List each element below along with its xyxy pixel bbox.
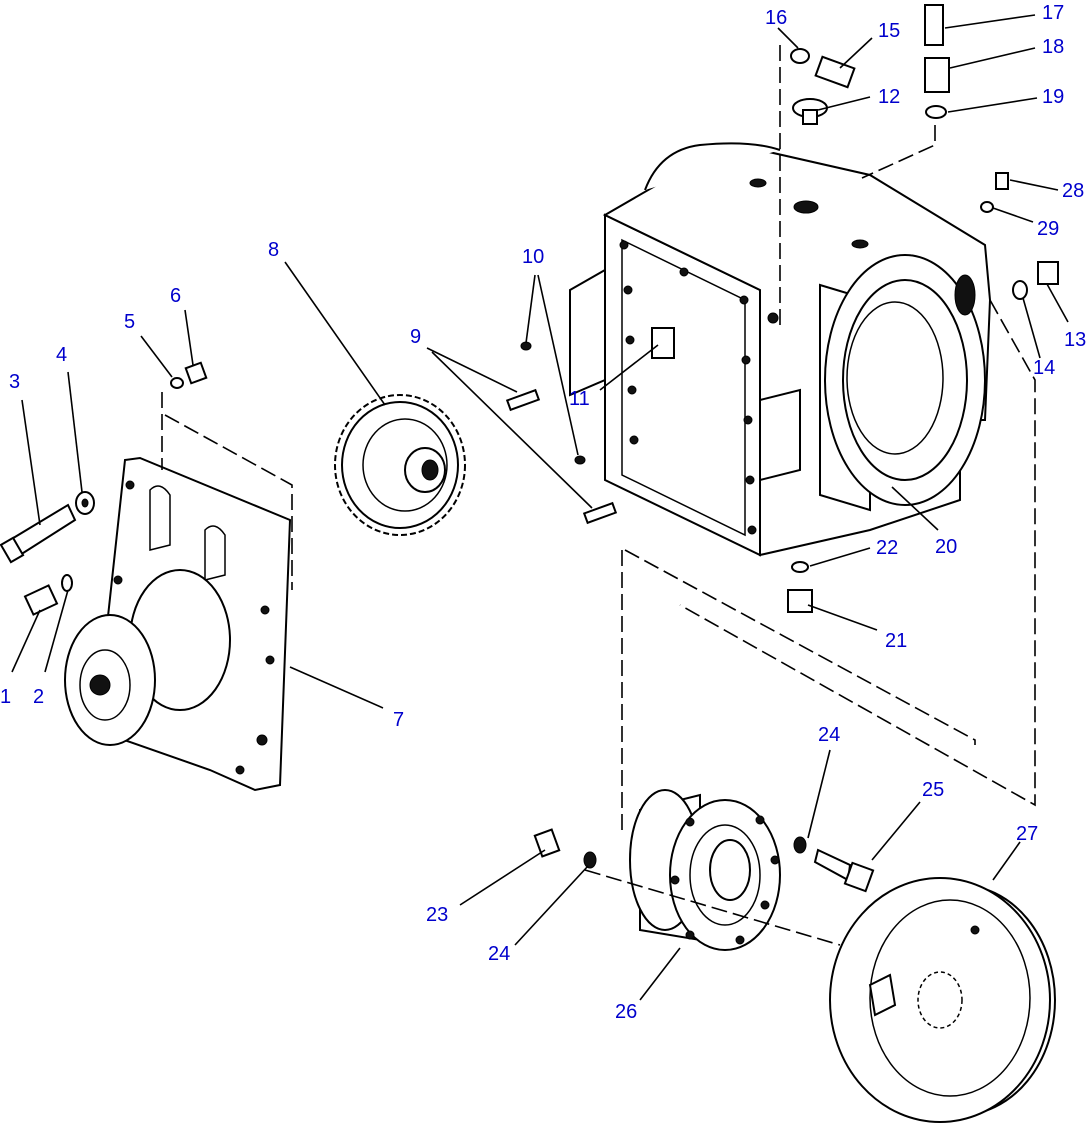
callout-3: 3: [9, 371, 20, 393]
washer-19: [925, 105, 947, 119]
callout-2: 2: [33, 686, 44, 708]
callout-5: 5: [124, 311, 135, 333]
callout-4: 4: [56, 344, 67, 366]
callout-8: 8: [268, 239, 279, 261]
callout-25: 25: [922, 779, 944, 801]
bolt-25: [813, 848, 875, 893]
callout-10: 10: [522, 246, 544, 268]
ring-gear: [334, 394, 466, 536]
fitting-18: [924, 57, 950, 93]
callout-9: 9: [410, 326, 421, 348]
plug-21: [787, 589, 813, 613]
callout-29: 29: [1037, 218, 1059, 240]
callout-22: 22: [876, 537, 898, 559]
washer-16: [790, 48, 810, 64]
callout-19: 19: [1042, 86, 1064, 108]
callout-labels: 1 2 3 4 5 6 7 8 9 10 11 12 13 14 15 16 1…: [0, 2, 1086, 1023]
washer-5: [170, 377, 184, 389]
callout-24a: 24: [488, 943, 510, 965]
leader-lines: [11, 14, 1069, 1001]
bolt-3: [0, 503, 77, 564]
callout-11: 11: [569, 388, 590, 410]
washer-24b: [793, 836, 807, 854]
callout-12: 12: [878, 86, 900, 108]
transmission-housing: [569, 142, 992, 557]
callout-7: 7: [393, 709, 404, 731]
hub: [629, 789, 781, 951]
plug-13: [1037, 261, 1059, 285]
callout-17: 17: [1042, 2, 1064, 24]
plug-1: [23, 584, 59, 616]
cover-plate: [64, 456, 292, 792]
callout-24b: 24: [818, 724, 840, 746]
callout-16: 16: [765, 7, 787, 29]
callout-20: 20: [935, 536, 957, 558]
washer-4: [75, 491, 95, 515]
washer-24a: [583, 851, 597, 869]
washer-22: [791, 561, 809, 573]
nut-23: [533, 828, 561, 858]
washer-29: [980, 201, 994, 213]
bolt-28: [995, 172, 1009, 190]
washer-14: [1012, 280, 1028, 300]
assembly-lines: [161, 45, 1036, 946]
callout-15: 15: [878, 20, 900, 42]
brake-drum: [829, 877, 1056, 1123]
callout-1: 1: [0, 686, 11, 708]
breather-17: [924, 4, 944, 46]
dowel-pins-9: [505, 388, 618, 525]
callout-14: 14: [1033, 357, 1055, 379]
callout-13: 13: [1064, 329, 1086, 351]
callout-6: 6: [170, 285, 181, 307]
callout-21: 21: [885, 630, 907, 652]
callout-26: 26: [615, 1001, 637, 1023]
cap-12: [792, 98, 828, 125]
callout-28: 28: [1062, 180, 1084, 202]
bolt-15: [814, 55, 856, 89]
callout-27: 27: [1016, 823, 1038, 845]
callout-18: 18: [1042, 36, 1064, 58]
callout-23: 23: [426, 904, 448, 926]
washer-2: [61, 574, 73, 592]
bolt-6: [184, 361, 208, 385]
